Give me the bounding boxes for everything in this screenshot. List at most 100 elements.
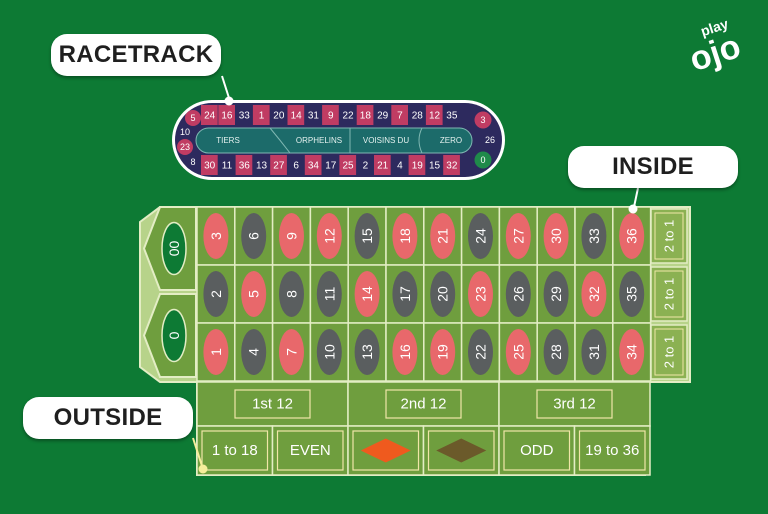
zero-bet-00[interactable]: 00: [142, 206, 197, 291]
number-bet-33[interactable]: 33: [574, 206, 614, 266]
number-oval[interactable]: [581, 213, 607, 259]
racetrack-number-7[interactable]: 7: [391, 105, 408, 125]
racetrack-pocket[interactable]: [356, 155, 374, 175]
number-oval[interactable]: [203, 271, 229, 317]
racetrack-pocket[interactable]: [304, 155, 322, 175]
racetrack-pocket[interactable]: [252, 105, 270, 125]
number-bet-14[interactable]: 14: [347, 264, 387, 324]
racetrack-number-27[interactable]: 27: [270, 155, 287, 175]
racetrack-section-voisins-du[interactable]: VOISINS DU: [363, 136, 409, 145]
racetrack-pocket[interactable]: [235, 155, 253, 175]
racetrack-pocket[interactable]: [201, 105, 218, 125]
racetrack-number-11[interactable]: 11: [218, 155, 235, 175]
racetrack-pocket[interactable]: [339, 105, 357, 125]
number-bet-25[interactable]: 25: [498, 322, 538, 382]
racetrack-number-10[interactable]: 10: [177, 124, 193, 140]
number-oval[interactable]: [279, 213, 304, 259]
number-oval[interactable]: [430, 271, 456, 317]
racetrack-number-13[interactable]: 13: [252, 155, 270, 175]
racetrack-number-20[interactable]: 20: [270, 105, 287, 125]
number-bet-19[interactable]: 19: [423, 322, 463, 382]
number-oval[interactable]: [241, 271, 267, 317]
number-oval[interactable]: [619, 329, 645, 375]
number-oval[interactable]: [430, 329, 456, 375]
racetrack-pocket[interactable]: [443, 155, 460, 175]
racetrack-pocket[interactable]: [235, 105, 253, 125]
racetrack-pocket[interactable]: [443, 105, 460, 125]
number-bet-6[interactable]: 6: [234, 206, 274, 266]
racetrack-number-15[interactable]: 15: [425, 155, 443, 175]
racetrack-pocket[interactable]: [391, 155, 408, 175]
number-bet-26[interactable]: 26: [498, 264, 538, 324]
number-bet-5[interactable]: 5: [234, 264, 274, 324]
racetrack-number-3[interactable]: 3: [474, 111, 492, 129]
number-oval[interactable]: [505, 329, 531, 375]
number-bet-35[interactable]: 35: [612, 264, 652, 324]
number-bet-22[interactable]: 22: [460, 322, 501, 382]
column-bet-cell[interactable]: [650, 266, 688, 322]
outside-bet-1-to-18[interactable]: 1 to 18: [196, 425, 274, 476]
racetrack-pocket[interactable]: [270, 155, 287, 175]
racetrack-pocket[interactable]: [287, 155, 305, 175]
racetrack-pocket[interactable]: [177, 139, 193, 155]
racetrack-number-9[interactable]: 9: [322, 105, 339, 125]
number-oval[interactable]: [619, 271, 645, 317]
dozen-bet-3[interactable]: 3rd 12: [498, 381, 651, 427]
racetrack-number-12[interactable]: 12: [425, 105, 443, 125]
number-bet-28[interactable]: 28: [536, 322, 576, 382]
outside-bet-even[interactable]: EVEN: [271, 425, 349, 476]
racetrack-number-34[interactable]: 34: [304, 155, 322, 175]
racetrack-pocket[interactable]: [185, 154, 201, 170]
number-oval[interactable]: [543, 271, 569, 317]
number-bet-21[interactable]: 21: [423, 206, 463, 266]
zero-bet-0[interactable]: 0: [142, 293, 197, 378]
number-oval[interactable]: [392, 329, 418, 375]
number-oval[interactable]: [354, 213, 380, 259]
number-bet-16[interactable]: 16: [385, 322, 425, 382]
number-bet-7[interactable]: 7: [271, 322, 312, 382]
number-oval[interactable]: [581, 271, 607, 317]
racetrack-number-5[interactable]: 5: [185, 110, 201, 126]
number-bet-10[interactable]: 10: [309, 322, 349, 382]
racetrack-pocket[interactable]: [339, 155, 357, 175]
racetrack-pocket[interactable]: [374, 155, 391, 175]
number-oval[interactable]: [392, 271, 418, 317]
racetrack-number-35[interactable]: 35: [443, 105, 460, 125]
number-oval[interactable]: [203, 213, 229, 259]
racetrack-number-1[interactable]: 1: [252, 105, 270, 125]
number-oval[interactable]: [468, 329, 493, 375]
racetrack-number-26[interactable]: 26: [481, 131, 499, 149]
number-bet-23[interactable]: 23: [460, 264, 501, 324]
number-oval[interactable]: [543, 329, 569, 375]
racetrack-pocket[interactable]: [425, 155, 443, 175]
outside-cell[interactable]: [573, 425, 651, 476]
number-oval[interactable]: [619, 213, 645, 259]
number-oval[interactable]: [581, 329, 607, 375]
number-oval[interactable]: [241, 329, 267, 375]
number-oval[interactable]: [468, 213, 493, 259]
number-bet-20[interactable]: 20: [423, 264, 463, 324]
racetrack-number-16[interactable]: 16: [218, 105, 235, 125]
dozen-bet-2[interactable]: 2nd 12: [347, 381, 500, 427]
number-bet-31[interactable]: 31: [574, 322, 614, 382]
racetrack-section-zero[interactable]: ZERO: [440, 136, 462, 145]
number-bet-1[interactable]: 1: [196, 322, 236, 382]
number-bet-11[interactable]: 11: [309, 264, 349, 324]
number-bet-8[interactable]: 8: [271, 264, 312, 324]
racetrack-pocket[interactable]: [218, 105, 235, 125]
racetrack-section-tiers[interactable]: TIERS: [216, 136, 240, 145]
racetrack-number-2[interactable]: 2: [356, 155, 374, 175]
number-bet-36[interactable]: 36: [612, 206, 652, 266]
racetrack-pocket[interactable]: [177, 124, 193, 140]
racetrack-number-21[interactable]: 21: [374, 155, 391, 175]
number-bet-24[interactable]: 24: [460, 206, 501, 266]
number-oval[interactable]: [505, 213, 531, 259]
racetrack-number-32[interactable]: 32: [443, 155, 460, 175]
racetrack-number-36[interactable]: 36: [235, 155, 253, 175]
racetrack-section-orphelins[interactable]: ORPHELINS: [296, 136, 342, 145]
racetrack-number-4[interactable]: 4: [391, 155, 408, 175]
dozen-cell[interactable]: [498, 381, 651, 427]
racetrack-pocket[interactable]: [474, 111, 492, 129]
number-bet-13[interactable]: 13: [347, 322, 387, 382]
racetrack-number-6[interactable]: 6: [287, 155, 305, 175]
